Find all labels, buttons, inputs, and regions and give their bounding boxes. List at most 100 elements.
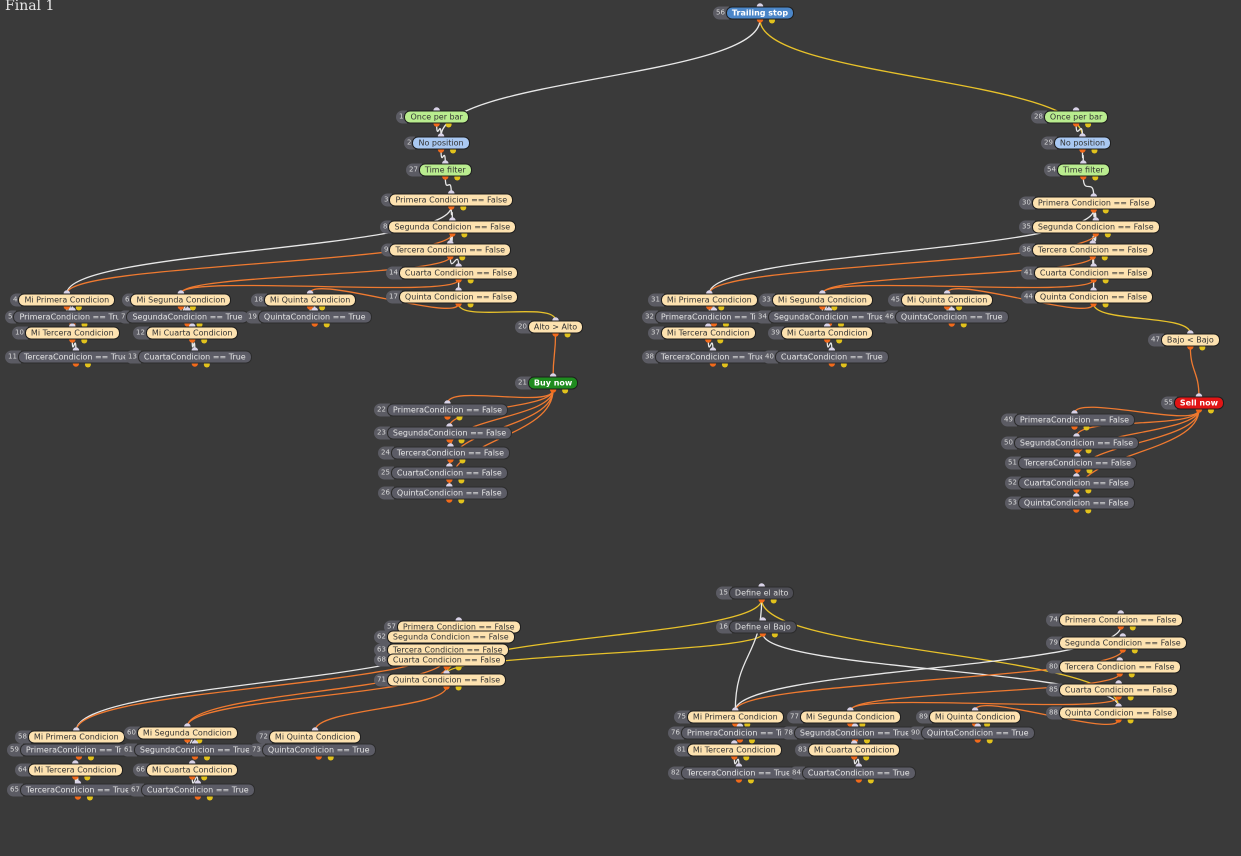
edge-9-6 [180,255,451,295]
edge-17-20 [457,303,557,321]
node-label: SegundaCondicion == True [793,726,917,740]
node-label: Cuarta Condicion == False [386,653,507,667]
node-label: SegundaCondicion == True [126,310,249,324]
node-label: Time filter [1056,163,1110,177]
node-id: 49 [1001,413,1017,427]
node-label: Sell now [1173,396,1224,410]
edge-66-67 [191,776,199,784]
node-label: Mi Segunda Condicion [771,293,873,307]
node-label: Segunda Condicion == False [1031,220,1160,234]
edge-9-14 [449,256,460,267]
node-id: 34 [755,310,771,324]
node-id: 10 [12,326,28,340]
node-id: 73 [249,743,265,757]
node-id: 14 [386,266,402,280]
node-label: QuintaCondicion == True [894,310,1009,324]
node-label: Tercera Condicion == False [389,243,512,257]
